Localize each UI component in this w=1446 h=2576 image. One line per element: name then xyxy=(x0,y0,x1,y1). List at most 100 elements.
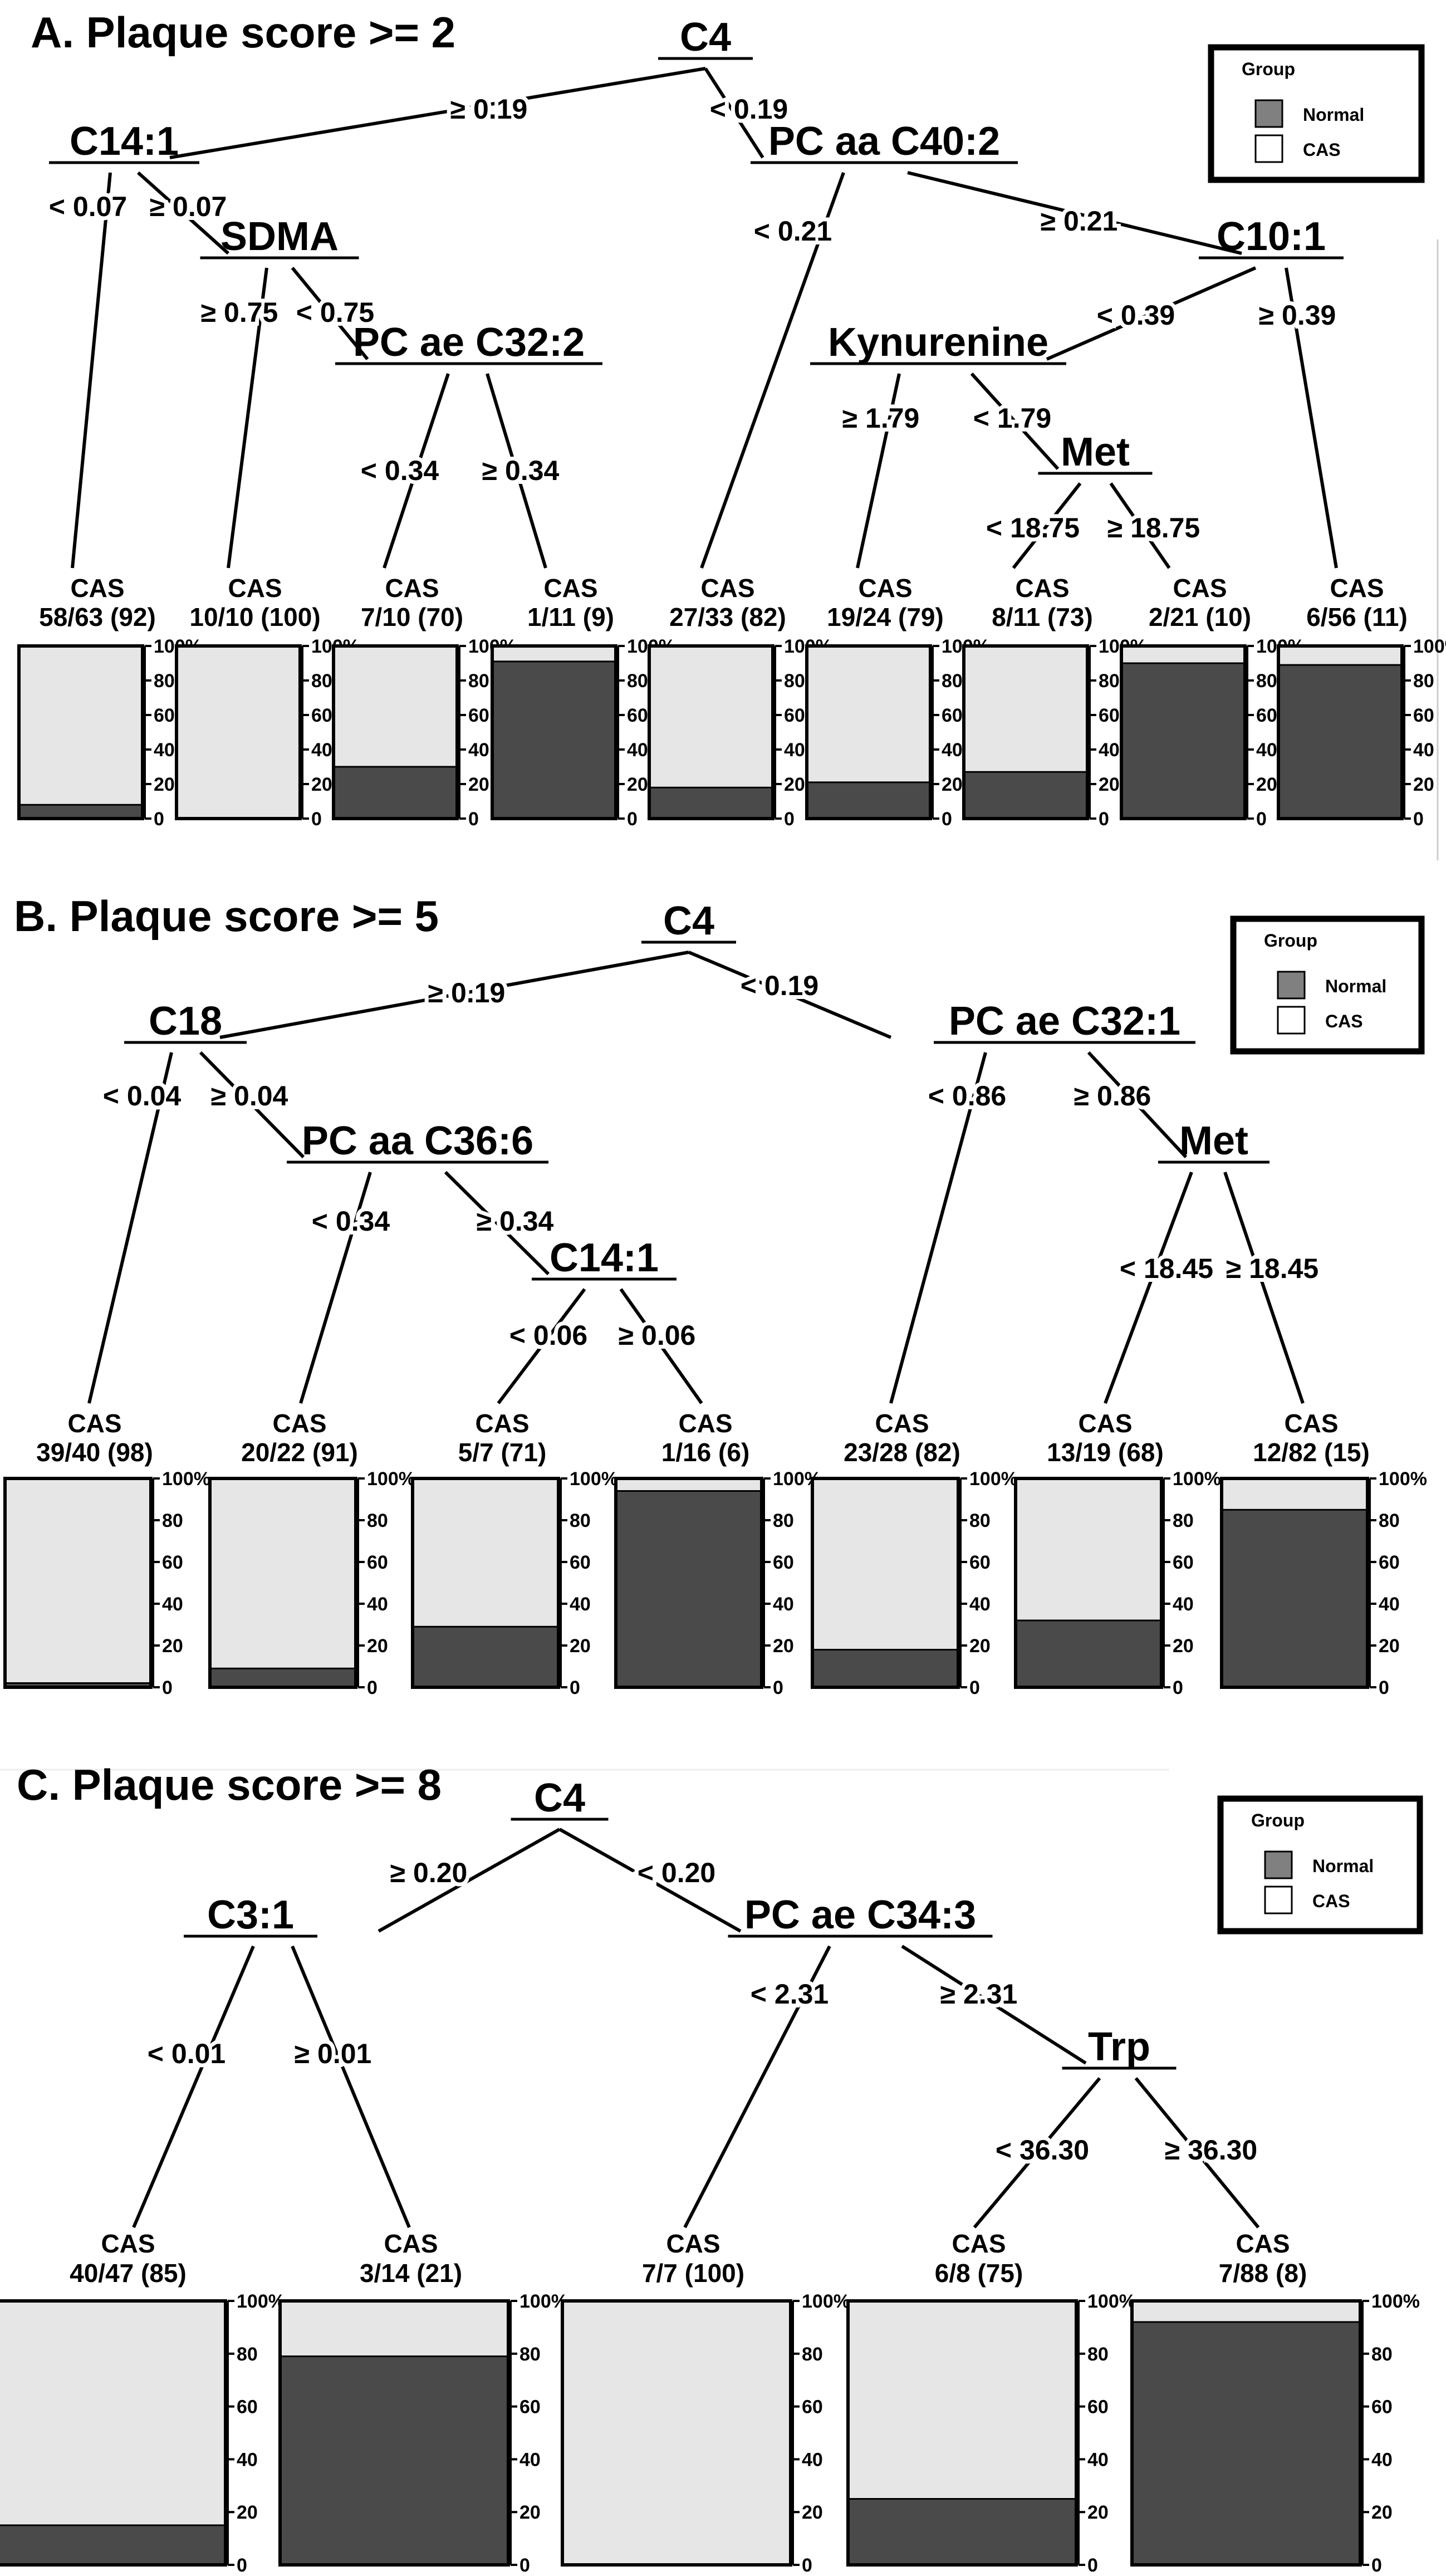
axis-tick-label: 0 xyxy=(1099,809,1109,830)
tree-edge xyxy=(970,372,1060,471)
split-threshold-label: ≥ 36.30 xyxy=(1165,2134,1257,2166)
leaf-bar-normal-segment xyxy=(210,1668,356,1687)
leaf-count-label: 13/19 (68) xyxy=(1047,1438,1164,1467)
tree-edge xyxy=(1109,482,1171,569)
tree-edge xyxy=(291,1945,411,2229)
split-threshold-label: < 2.31 xyxy=(751,1978,829,2010)
leaf-count-label: 7/7 (100) xyxy=(642,2259,744,2288)
legend-normal-swatch xyxy=(1277,971,1306,1000)
axis-tick-label: 80 xyxy=(1379,1510,1400,1531)
leaf-bar-normal-segment xyxy=(334,767,457,819)
axis-tick-label: 60 xyxy=(802,2397,823,2418)
leaf-bar-normal-segment xyxy=(280,2356,508,2565)
split-node: C4 xyxy=(534,1776,585,1820)
axis-tick-label: 40 xyxy=(237,2449,258,2470)
axis-tick-label: 60 xyxy=(237,2397,258,2418)
split-node: Met xyxy=(1179,1119,1248,1163)
axis-tick-label: 100% xyxy=(1087,2291,1136,2312)
tree-edge xyxy=(1046,266,1257,361)
legend-normal-label: Normal xyxy=(1303,105,1364,125)
axis-tick-label: 0 xyxy=(237,2555,247,2576)
axis-tick-label: 0 xyxy=(1256,809,1267,830)
split-node: PC aa C36:6 xyxy=(302,1119,533,1163)
legend-normal-label: Normal xyxy=(1312,1856,1374,1876)
split-threshold-label: < 0.34 xyxy=(312,1206,390,1237)
split-threshold-label: ≥ 0.75 xyxy=(201,297,278,328)
axis-tick-label: 0 xyxy=(773,1677,783,1698)
axis-tick-label: 60 xyxy=(1413,705,1434,726)
leaf-count-label: 2/21 (10) xyxy=(1149,603,1251,631)
leaf-count-label: 39/40 (98) xyxy=(36,1438,153,1467)
axis-tick-label: 80 xyxy=(519,2344,541,2365)
axis-tick-label: 80 xyxy=(802,2344,823,2365)
axis-tick-label: 60 xyxy=(468,705,489,726)
leaf-bar-normal-segment xyxy=(1222,1510,1367,1687)
axis-tick-label: 80 xyxy=(311,670,332,692)
axis-tick-label: 60 xyxy=(367,1552,388,1573)
leaf-count-label: 5/7 (71) xyxy=(458,1438,547,1467)
axis-tick-label: 20 xyxy=(311,774,332,795)
axis-tick-label: 40 xyxy=(784,740,805,761)
axis-tick-label: 40 xyxy=(154,740,175,761)
axis-tick-label: 100% xyxy=(519,2291,568,2312)
tree-edge xyxy=(132,1945,255,2229)
tree-edge xyxy=(87,1052,173,1404)
tree-edge xyxy=(169,67,706,159)
axis-tick-label: 80 xyxy=(468,670,489,692)
axis-tick-label: 0 xyxy=(367,1677,378,1698)
leaf-bar-frame xyxy=(1277,644,1404,820)
leaf-bar-normal-segment xyxy=(807,782,930,819)
leaf-bar-frame xyxy=(1220,1477,1369,1689)
split-threshold-label: < 0.19 xyxy=(741,970,818,1001)
leaf-bar-frame xyxy=(1014,1477,1163,1689)
leaf-bar-frame xyxy=(648,644,775,820)
leaf-bar-normal-segment xyxy=(649,787,773,819)
leaf-bar-normal-segment xyxy=(848,2499,1076,2565)
axis-tick-label: 40 xyxy=(1379,1594,1400,1615)
leaf-class-label: CAS xyxy=(70,574,124,603)
leaf-bar-cas-segment xyxy=(210,1478,356,1687)
split-threshold-label: ≥ 1.79 xyxy=(842,403,920,434)
axis-tick-label: 20 xyxy=(969,1635,991,1657)
legend-cas-label: CAS xyxy=(1303,140,1341,160)
axis-tick-label: 20 xyxy=(784,774,805,795)
axis-tick-label: 80 xyxy=(942,670,963,692)
axis-tick-label: 60 xyxy=(1099,705,1120,726)
axis-tick-label: 40 xyxy=(627,740,648,761)
axis-tick-label: 100% xyxy=(1173,1468,1221,1490)
leaf-bar-frame xyxy=(614,1477,763,1689)
axis-tick-label: 80 xyxy=(1413,670,1434,692)
split-threshold-label: ≥ 2.31 xyxy=(940,1978,1018,2010)
split-node: PC ae C34:3 xyxy=(744,1893,976,1937)
split-threshold-label: < 0.04 xyxy=(103,1080,182,1111)
axis-tick-label: 100% xyxy=(367,1468,415,1490)
split-threshold-label: < 18.75 xyxy=(986,512,1080,543)
axis-tick-label: 40 xyxy=(570,1594,591,1615)
leaf-class-label: CAS xyxy=(1236,2229,1290,2258)
leaf-count-label: 58/63 (92) xyxy=(39,603,156,631)
axis-tick-label: 40 xyxy=(1087,2449,1109,2470)
tree-edge xyxy=(1087,1051,1188,1159)
axis-tick-label: 80 xyxy=(784,670,805,692)
leaf-class-label: CAS xyxy=(666,2229,720,2258)
leaf-bar-frame xyxy=(0,2299,227,2567)
axis-tick-label: 20 xyxy=(519,2502,541,2523)
split-threshold-label: ≥ 0.39 xyxy=(1259,300,1336,331)
leaf-bar-frame xyxy=(491,644,617,820)
split-threshold-label: ≥ 0.07 xyxy=(150,191,227,222)
split-threshold-label: ≥ 0.04 xyxy=(211,1080,288,1111)
split-node: C10:1 xyxy=(1217,214,1326,259)
legend-cas-swatch xyxy=(1254,134,1283,163)
split-node: C14:1 xyxy=(550,1236,659,1280)
leaf-bar-cas-segment xyxy=(5,1478,151,1687)
axis-tick-label: 100% xyxy=(1371,2291,1420,2312)
tree-edge xyxy=(136,171,230,255)
split-node: PC aa C40:2 xyxy=(768,119,1000,164)
